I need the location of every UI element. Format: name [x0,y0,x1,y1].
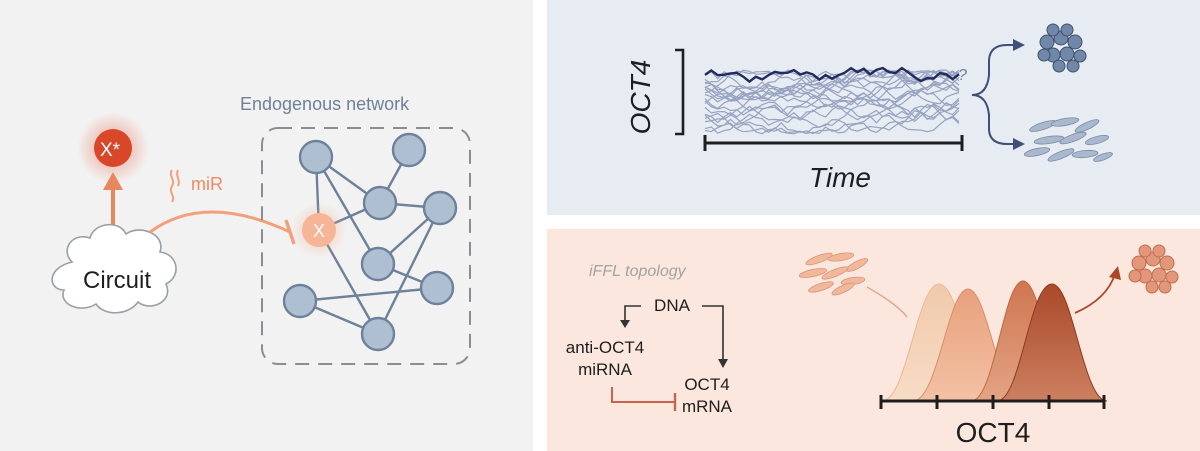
question-mark: ? [958,67,967,84]
trace-line [704,112,960,134]
output-node [94,129,132,167]
circuit-network-diagram: X* Circuit miR Endogenous network [51,94,471,365]
topology-title: iFFL topology [589,263,687,280]
mrna-label-line2: mRNA [682,397,733,416]
trace-line [704,84,960,125]
circuit-label: Circuit [83,267,151,294]
stem-cell-cluster-icon [1037,23,1087,73]
trace-line [704,105,960,135]
mir-inhibition-bar [284,219,296,245]
mir-squiggle-icon-2 [176,169,180,187]
network-nodes [282,132,458,352]
x-axis-label: Time [809,162,871,193]
oct4-range-bracket [675,48,685,136]
trace-line [704,69,960,110]
reprogramming-arrow [1074,273,1116,314]
dna-to-mirna-edge [624,305,641,322]
network-node [360,246,396,282]
branch-lower-arrowhead [1013,138,1025,150]
mrna-label-line1: OCT4 [684,375,729,394]
network-boundary-box [261,127,471,365]
mirna-inhibits-mrna-edge [611,387,675,403]
ipsc-cluster-icon [1128,244,1179,294]
circuit-output-arrowhead [103,172,123,190]
network-node [362,185,398,221]
target-node [302,213,336,247]
dna-to-mrna-arrowhead [718,359,728,368]
mirna-label-line2: miRNA [578,360,632,379]
dna-label: DNA [654,296,691,315]
panel-circuit-network: X* Circuit miR Endogenous network [0,0,533,451]
trace-line [704,103,960,135]
panel-iffl-topology: iFFL topology DNA anti-OCT4 miRNA OCT4 m… [547,229,1200,451]
network-node [422,190,458,226]
network-node [282,283,318,319]
target-node-label: X [313,221,325,241]
branch-upper [971,44,1017,96]
y-axis-label: OCT4 [625,60,656,135]
mir-label: miR [191,174,223,194]
network-node [298,139,334,175]
oct4-x-axis-label: OCT4 [956,417,1031,448]
fibroblast-connector [866,286,908,318]
branch-lower [971,94,1017,145]
mir-squiggle-icon [169,169,175,203]
circuit-cloud [51,223,177,314]
oct4-time-plot: OCT4 Time ? [625,23,1113,193]
network-node [360,316,396,352]
fibroblast-cells-icon [798,252,869,296]
branch-upper-arrowhead [1013,39,1025,51]
trace-line [704,69,960,135]
dna-to-mirna-arrowhead [620,320,630,328]
network-node [419,270,455,306]
differentiated-cells-icon [1023,117,1113,162]
trace-line [704,81,960,121]
panel-oct4-dynamics: OCT4 Time ? [547,0,1200,215]
network-node [391,132,427,168]
trace-line [704,73,960,124]
network-title: Endogenous network [240,94,410,114]
trace-line [704,69,960,93]
distribution-4 [996,283,1108,402]
output-node-label: X* [100,140,121,161]
mirna-label-line1: anti-OCT4 [566,338,644,357]
trace-line [704,82,960,117]
iffl-diagram: iFFL topology DNA anti-OCT4 miRNA OCT4 m… [566,244,1179,448]
dna-to-mrna-edge [702,305,724,361]
highlighted-trace [704,66,960,84]
reprogramming-arrowhead [1109,266,1121,280]
oct4-x-axis-ticks [879,395,1106,409]
trace-line [704,69,960,108]
mir-inhibition-curve [149,210,291,234]
